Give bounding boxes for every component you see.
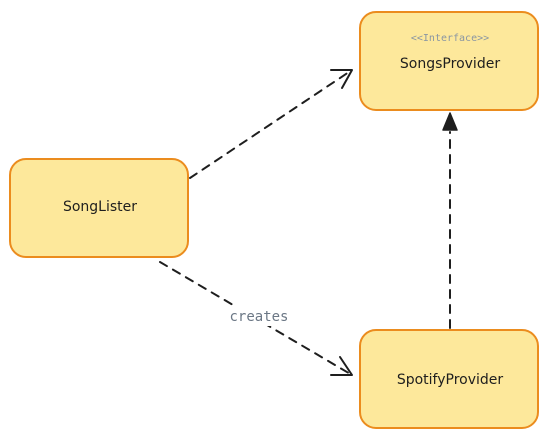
edge-songlister-to-songsprovider (189, 69, 353, 179)
node-box (9, 158, 189, 258)
node-stereotype: <<Interface>> (411, 33, 489, 44)
open-arrowhead-icon (330, 69, 353, 89)
node-songlister[interactable]: SongLister (9, 158, 189, 258)
node-box (359, 329, 539, 429)
node-box (359, 11, 539, 111)
edge-label-group: creates (218, 306, 300, 326)
node-songsprovider[interactable]: <<Interface>> SongsProvider (359, 11, 539, 111)
node-label: SongsProvider (400, 56, 500, 72)
open-arrowhead-icon (330, 356, 353, 376)
node-label: SongLister (63, 199, 137, 215)
filled-triangle-arrowhead-icon (442, 112, 458, 131)
edge-spotifyprovider-to-songsprovider (442, 112, 458, 329)
edge-line (189, 69, 353, 179)
edge-label-creates: creates (229, 309, 288, 325)
node-spotifyprovider[interactable]: SpotifyProvider (359, 329, 539, 429)
node-label: SpotifyProvider (397, 372, 504, 388)
edge-label-backdrop (218, 306, 300, 326)
